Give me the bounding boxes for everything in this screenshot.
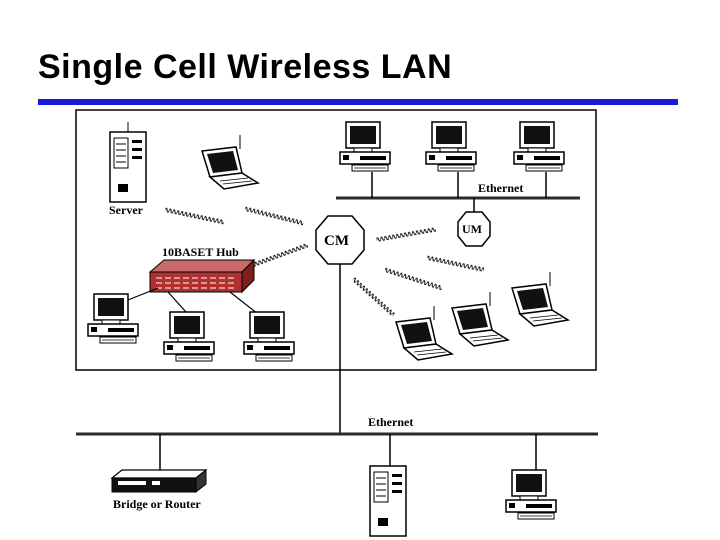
um-label: UM — [462, 222, 482, 236]
server-label: Server — [109, 203, 144, 217]
server-icon — [369, 465, 407, 537]
server-icon — [109, 122, 147, 203]
bridge-router-icon — [110, 468, 208, 494]
desktop-icon — [163, 311, 215, 362]
desktop-icon — [505, 469, 557, 520]
desktop-icon — [87, 293, 139, 344]
slide-title: Single Cell Wireless LAN — [38, 48, 453, 86]
hub-icon — [148, 258, 256, 294]
desktop-icon — [243, 311, 295, 362]
um-node — [457, 211, 491, 247]
wireless-link-icon — [164, 205, 485, 317]
laptop-icon — [201, 134, 259, 190]
ethernet-bottom-label: Ethernet — [368, 415, 413, 429]
cell-boundary — [75, 109, 597, 371]
laptop-icon — [451, 291, 509, 347]
laptop-icon — [395, 305, 453, 361]
bridge-label: Bridge or Router — [113, 497, 201, 511]
cm-label: CM — [324, 233, 349, 249]
desktop-icon — [513, 121, 565, 172]
title-rule — [38, 99, 678, 105]
laptop-icon — [511, 271, 569, 327]
desktop-icon — [425, 121, 477, 172]
desktop-icon — [339, 121, 391, 172]
hub-label: 10BASET Hub — [162, 245, 239, 259]
cm-node — [315, 215, 365, 265]
ethernet-top-label: Ethernet — [478, 181, 523, 195]
